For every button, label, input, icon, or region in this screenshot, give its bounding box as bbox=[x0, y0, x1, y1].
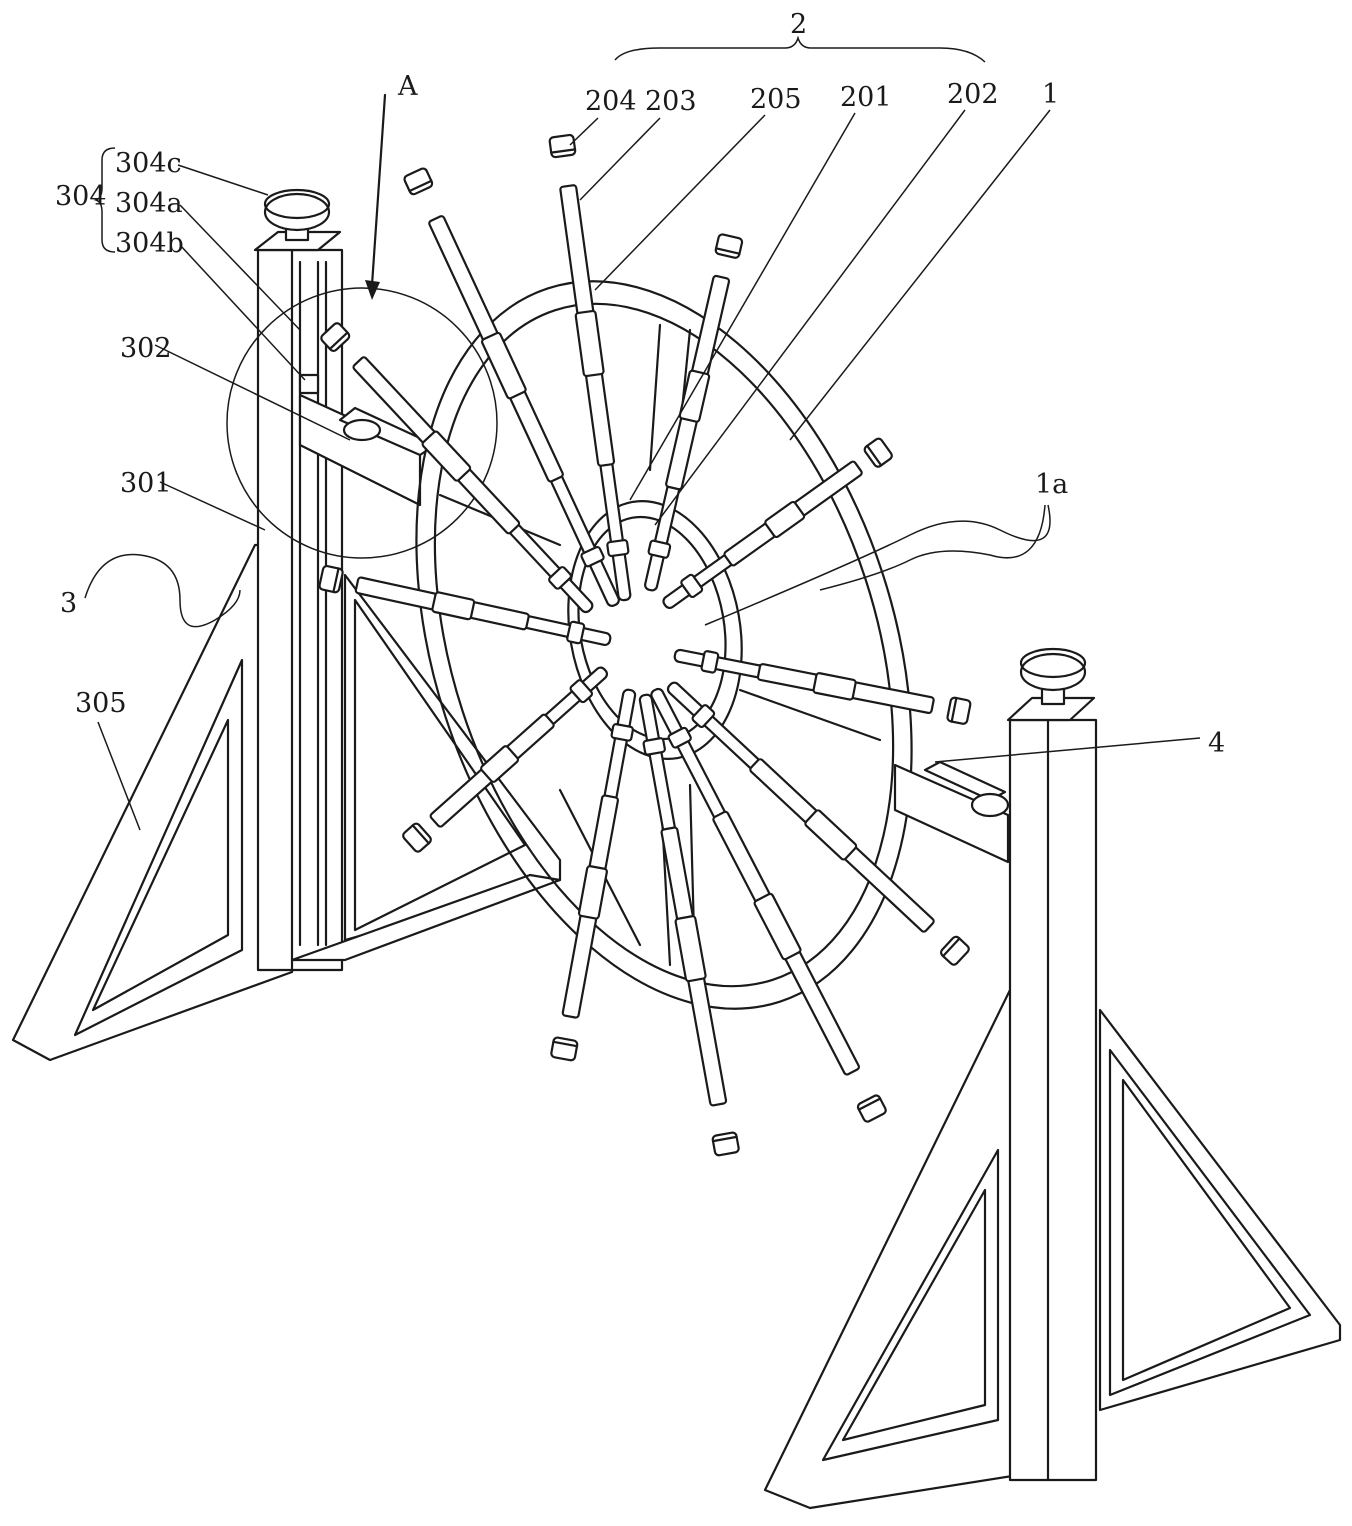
label-304c: 304c bbox=[115, 148, 182, 179]
spoke bbox=[320, 322, 594, 614]
label-4: 4 bbox=[1208, 728, 1225, 759]
label-202: 202 bbox=[947, 79, 999, 110]
label-3: 3 bbox=[60, 588, 77, 619]
spoke bbox=[402, 666, 609, 853]
labels: 2 A 204 203 205 201 202 1 304c 304 304a … bbox=[55, 9, 1225, 831]
telescopic-spokes bbox=[318, 133, 972, 1157]
label-304a: 304a bbox=[115, 188, 183, 219]
spoke bbox=[548, 133, 632, 602]
spoke bbox=[550, 688, 637, 1062]
label-305: 305 bbox=[75, 688, 127, 719]
spoke bbox=[666, 681, 970, 966]
label-304b: 304b bbox=[115, 228, 184, 259]
spoke bbox=[638, 693, 740, 1157]
label-203: 203 bbox=[645, 86, 697, 117]
wheel-frame bbox=[415, 280, 913, 1010]
detail-view-a bbox=[226, 93, 498, 559]
label-201: 201 bbox=[840, 82, 892, 113]
spoke bbox=[403, 167, 620, 607]
label-1a: 1a bbox=[1035, 469, 1068, 500]
spoke bbox=[673, 648, 972, 725]
label-2: 2 bbox=[790, 9, 807, 40]
label-204: 204 bbox=[585, 86, 637, 117]
label-304: 304 bbox=[55, 181, 107, 212]
label-205: 205 bbox=[750, 84, 802, 115]
label-a: A bbox=[397, 71, 418, 102]
label-1: 1 bbox=[1042, 79, 1059, 110]
spoke bbox=[318, 564, 612, 647]
spoke bbox=[662, 437, 893, 610]
spoke bbox=[650, 687, 887, 1123]
right-stand bbox=[763, 647, 1342, 1510]
